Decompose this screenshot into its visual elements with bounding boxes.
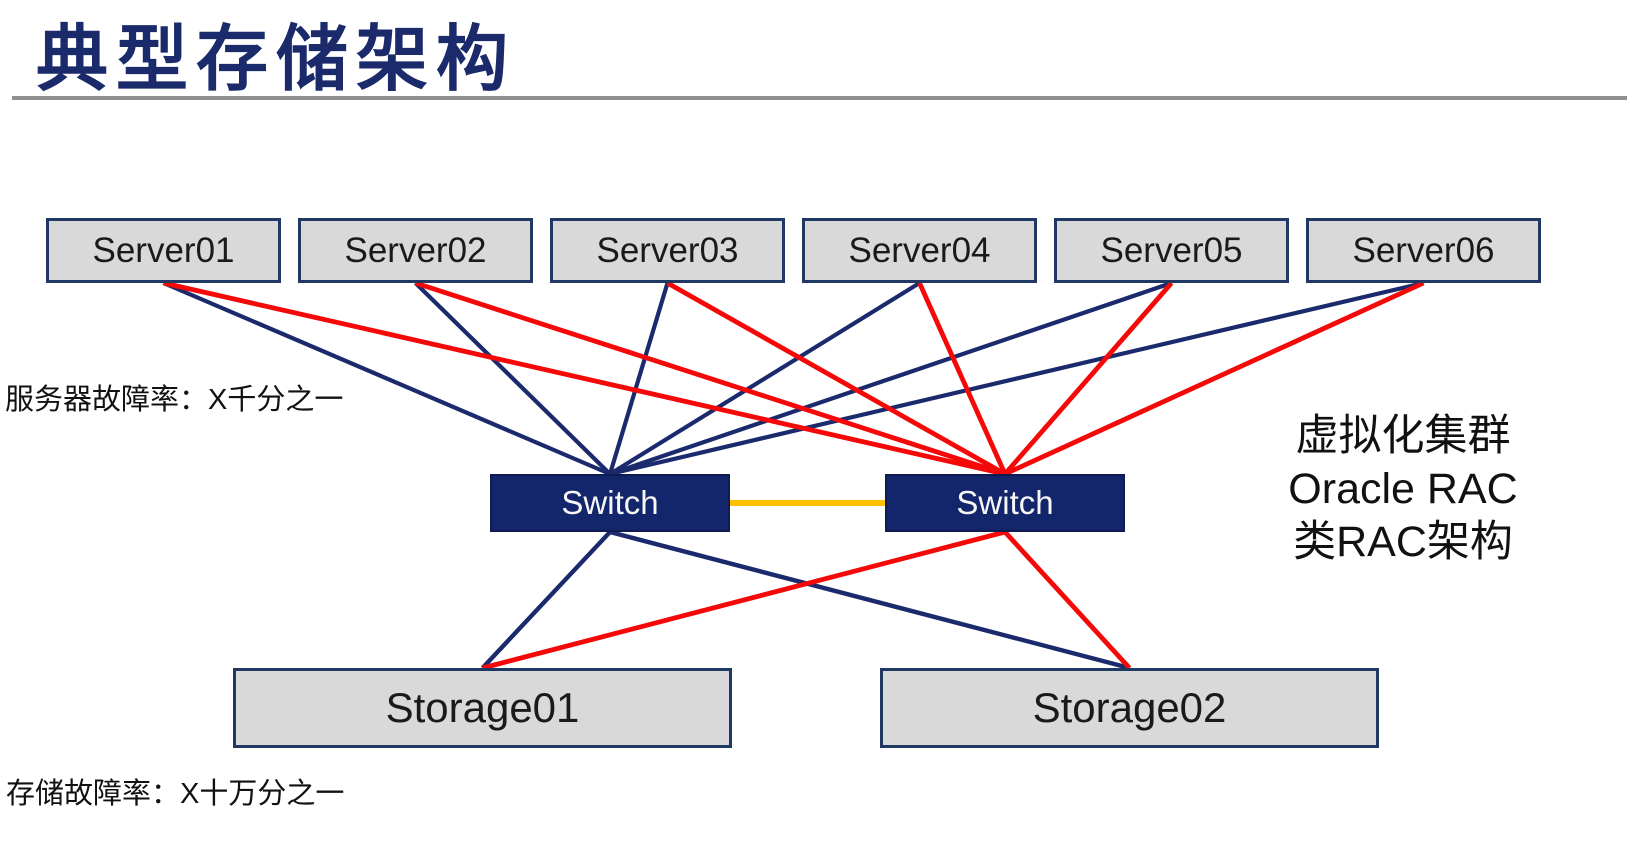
annotation-line-2: Oracle RAC	[1288, 465, 1518, 513]
server-label: Server06	[1352, 230, 1495, 270]
edge-server04-to-switch-a	[608, 281, 921, 476]
server-label: Server02	[344, 230, 487, 270]
annotation-line-1: 虚拟化集群	[1295, 412, 1511, 460]
server-label: Server05	[1100, 230, 1243, 270]
server-failure-rate-note: 服务器故障率：X千分之一	[5, 384, 344, 416]
edge-server01-to-switch-a	[162, 281, 611, 476]
edge-server02-to-switch-a	[414, 281, 612, 476]
storage-failure-rate-note: 存储故障率：X十万分之一	[6, 778, 345, 810]
title-divider-line	[12, 96, 1627, 100]
edge-switch-b-to-storage01	[481, 529, 1006, 671]
storage-label: Storage01	[385, 684, 580, 731]
edge-server04-to-switch-b	[917, 282, 1008, 475]
edge-server01-to-switch-b	[162, 280, 1006, 477]
server-node-03: Server03	[550, 218, 785, 283]
server-label: Server04	[848, 230, 991, 270]
switch-label: Switch	[956, 484, 1054, 521]
edge-switch-b-to-storage02	[1003, 530, 1132, 670]
server-node-02: Server02	[298, 218, 533, 283]
storage-node-01: Storage01	[233, 668, 732, 748]
server-node-04: Server04	[802, 218, 1037, 283]
server-node-06: Server06	[1306, 218, 1541, 283]
server-label: Server01	[92, 230, 235, 270]
edge-server06-to-switch-a	[609, 280, 1424, 477]
edge-server02-to-switch-b	[414, 280, 1006, 477]
switch-label: Switch	[561, 484, 659, 521]
server-node-05: Server05	[1054, 218, 1289, 283]
storage-node-02: Storage02	[880, 668, 1379, 748]
annotation-line-3: 类RAC架构	[1293, 518, 1513, 566]
server-label: Server03	[596, 230, 739, 270]
edge-server05-to-switch-a	[609, 281, 1173, 476]
edge-switch-a-to-storage02	[609, 529, 1131, 671]
switch-node-b: Switch	[885, 474, 1125, 532]
page-title: 典型存储架构	[36, 20, 517, 100]
switch-node-a: Switch	[490, 474, 730, 532]
storage-label: Storage02	[1032, 684, 1227, 731]
edge-server06-to-switch-b	[1004, 280, 1425, 477]
edge-server05-to-switch-b	[1003, 281, 1174, 476]
edge-server03-to-switch-a	[607, 282, 670, 475]
edge-switch-a-to-storage01	[480, 530, 612, 670]
server-node-01: Server01	[46, 218, 281, 283]
edge-server03-to-switch-b	[666, 280, 1007, 477]
cluster-annotation: 虚拟化集群 Oracle RAC 类RAC架构	[1278, 410, 1528, 569]
